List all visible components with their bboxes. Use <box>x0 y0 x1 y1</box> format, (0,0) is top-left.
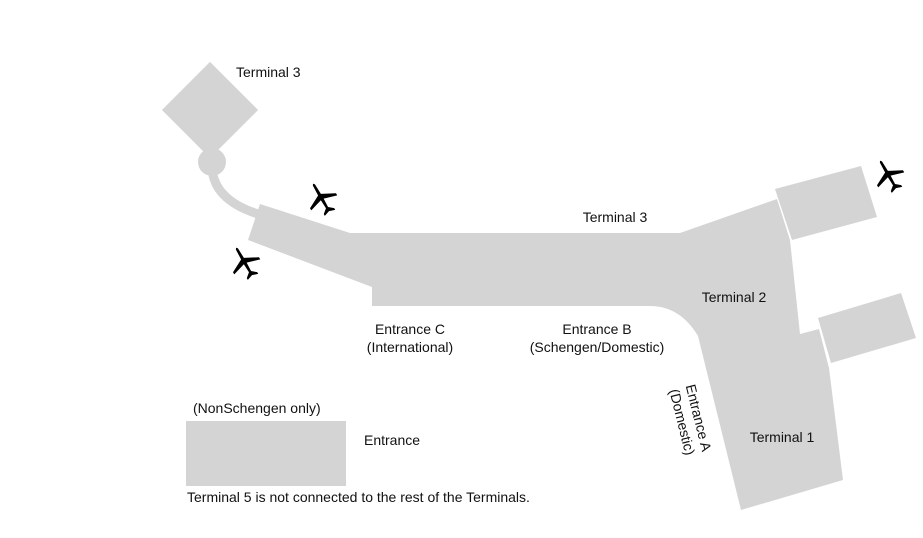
airplane-icon <box>300 176 343 221</box>
terminal-5-entrance-label: Entrance <box>364 432 420 448</box>
terminal-2-upper-pier <box>775 166 877 240</box>
entrance-c-label: Entrance C <box>375 321 445 337</box>
entrance-b-label: Entrance B <box>562 321 631 337</box>
terminal-5-footnote: Terminal 5 is not connected to the rest … <box>187 489 530 505</box>
terminal-1-label: Terminal 1 <box>750 429 815 445</box>
terminal-2-lower-pier <box>818 293 916 363</box>
main-terminal-building <box>248 199 843 510</box>
satellite-rotunda <box>198 148 226 176</box>
airplane-icon <box>223 240 266 285</box>
terminal-3-satellite-label: Terminal 3 <box>236 64 301 80</box>
terminal-5-building <box>186 421 346 486</box>
terminal-3-satellite-building <box>161 61 259 159</box>
terminal-5-note: (NonSchengen only) <box>193 400 321 416</box>
terminal-3-label: Terminal 3 <box>583 209 648 225</box>
airplane-icon <box>867 153 910 198</box>
entrance-b-note: (Schengen/Domestic) <box>530 339 665 355</box>
satellite-connector-walkway <box>207 163 263 219</box>
entrance-c-note: (International) <box>367 339 453 355</box>
terminal-2-label: Terminal 2 <box>702 289 767 305</box>
